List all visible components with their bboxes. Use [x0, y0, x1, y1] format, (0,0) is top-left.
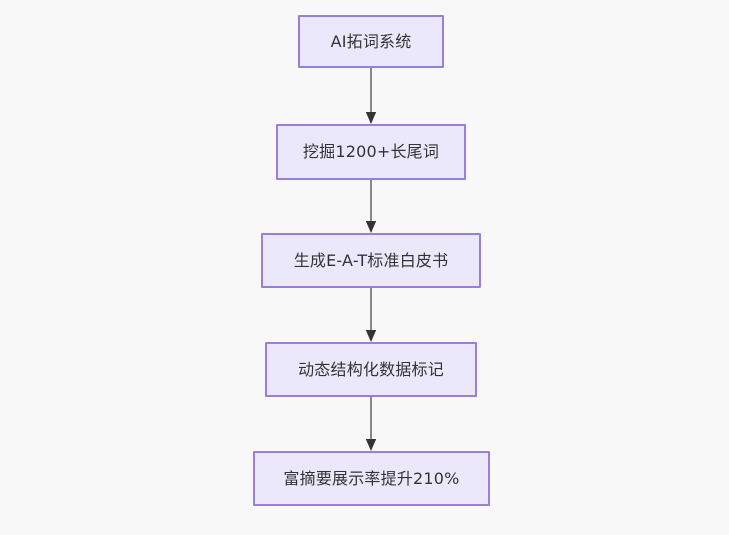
flow-node-dynamic-structured-data-markup[interactable]: 动态结构化数据标记 — [265, 342, 477, 397]
flow-node-label: 动态结构化数据标记 — [298, 359, 444, 379]
flow-node-label: 富摘要展示率提升210% — [283, 468, 460, 488]
flow-edge-n2-to-n3 — [364, 180, 378, 233]
flow-node-mine-longtail-keywords[interactable]: 挖掘1200+长尾词 — [276, 124, 466, 180]
flow-node-generate-eat-whitepaper[interactable]: 生成E-A-T标准白皮书 — [261, 233, 481, 288]
flow-node-rich-snippet-impression-lift[interactable]: 富摘要展示率提升210% — [253, 451, 490, 506]
flow-edge-n1-to-n2 — [364, 68, 378, 124]
flow-node-label: AI拓词系统 — [330, 31, 412, 51]
flow-edge-n3-to-n4 — [364, 288, 378, 342]
flow-node-ai-keyword-system[interactable]: AI拓词系统 — [298, 15, 444, 68]
flow-edge-n4-to-n5 — [364, 397, 378, 451]
flow-node-label: 挖掘1200+长尾词 — [302, 142, 440, 162]
flow-node-label: 生成E-A-T标准白皮书 — [293, 250, 449, 270]
